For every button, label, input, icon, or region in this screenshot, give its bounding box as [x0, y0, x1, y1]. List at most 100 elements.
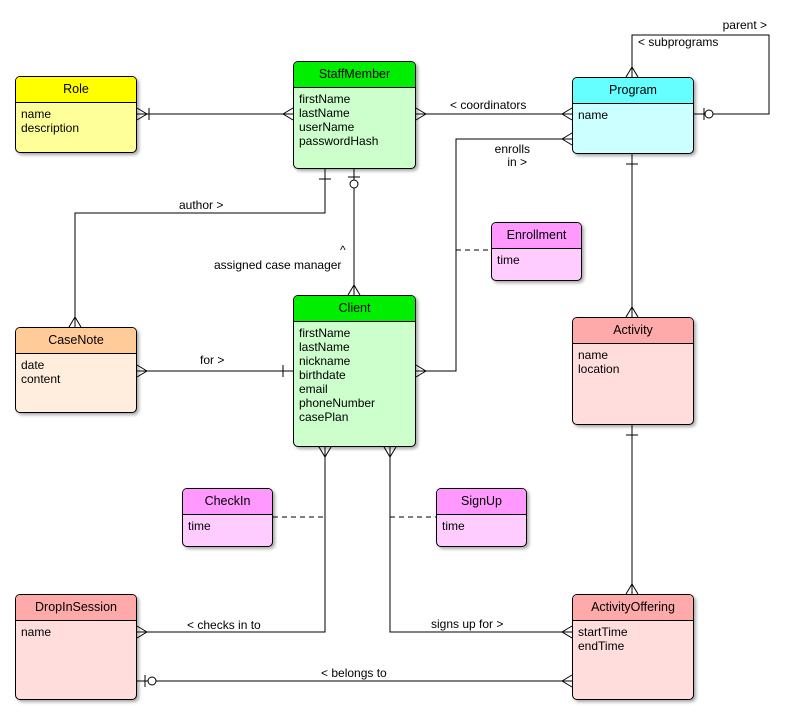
rel-client-program	[416, 138, 572, 372]
staffmember-title: StaffMember	[294, 62, 415, 88]
label-checks-in-to: < checks in to	[187, 618, 261, 632]
rel-client-activityoffering	[389, 447, 572, 633]
crows-foot-mark	[68, 316, 76, 328]
role-attribute: name	[21, 107, 52, 121]
program-attributes: name	[573, 104, 693, 126]
crows-foot-mark	[625, 583, 633, 595]
rel-staffmember-casenote	[74, 169, 326, 327]
label-subprograms: < subprograms	[638, 35, 719, 49]
crows-foot-mark	[625, 66, 633, 78]
crows-foot-mark	[415, 364, 427, 372]
entity-checkin[interactable]: CheckIn time	[182, 488, 273, 547]
rel-program-subprograms	[631, 34, 770, 115]
crows-foot-mark	[383, 446, 391, 458]
crows-foot-mark	[136, 364, 148, 372]
casenote-attribute: content	[21, 372, 61, 386]
label-parent: parent >	[722, 18, 767, 32]
crows-foot-mark	[415, 113, 427, 121]
program-attribute: name	[578, 108, 609, 122]
activity-attribute: name	[578, 348, 609, 362]
crows-foot-mark	[561, 138, 573, 146]
label-coordinators: < coordinators	[450, 98, 527, 112]
crows-foot-mark	[282, 107, 294, 115]
checkin-attributes: time	[183, 515, 272, 537]
activityoffering-attribute: startTime	[578, 625, 628, 639]
client-attribute: phoneNumber	[299, 396, 376, 410]
checkin-attribute: time	[188, 519, 211, 533]
crows-foot-mark	[324, 446, 332, 458]
role-title: Role	[16, 77, 136, 103]
staffmember-attribute: firstName	[299, 92, 351, 106]
crows-foot-mark	[561, 113, 573, 121]
casenote-title: CaseNote	[16, 328, 136, 354]
crows-foot-mark	[631, 66, 639, 78]
client-attribute: birthdate	[299, 368, 346, 382]
staffmember-attribute: passwordHash	[299, 134, 379, 148]
client-attribute: casePlan	[299, 410, 349, 424]
enrollment-attribute: time	[497, 253, 520, 267]
crows-foot-mark	[561, 625, 573, 633]
crows-foot-mark	[561, 631, 573, 639]
label-signs-up-for: signs up for >	[431, 617, 504, 631]
entity-dropinsession[interactable]: DropInSession name	[15, 594, 137, 700]
zero-circle-mark	[147, 676, 157, 686]
crows-foot-mark	[631, 583, 639, 595]
crows-foot-mark	[561, 107, 573, 115]
crows-foot-mark	[561, 680, 573, 688]
crows-foot-mark	[625, 306, 633, 318]
crows-foot-mark	[136, 631, 148, 639]
crows-foot-mark	[389, 446, 397, 458]
crows-foot-mark	[136, 370, 148, 378]
crows-foot-mark	[353, 284, 361, 296]
enrollment-title: Enrollment	[492, 223, 581, 249]
entity-enrollment[interactable]: Enrollment time	[491, 222, 582, 281]
signup-attributes: time	[437, 515, 526, 537]
crows-foot-mark	[561, 132, 573, 140]
activity-title: Activity	[573, 318, 693, 344]
checkin-title: CheckIn	[183, 489, 272, 515]
client-title: Client	[294, 296, 415, 322]
label-enrolls-line1: enrolls	[494, 142, 530, 156]
label-assigned-caret: ^	[340, 243, 346, 257]
crows-foot-mark	[74, 316, 82, 328]
label-author: author >	[179, 198, 224, 212]
client-attribute: lastName	[299, 340, 350, 354]
crows-foot-mark	[282, 113, 294, 121]
crows-foot-mark	[415, 107, 427, 115]
rel-client-dropinsession	[137, 447, 326, 633]
dropinsession-attribute: name	[21, 625, 52, 639]
enrollment-attributes: time	[492, 249, 581, 271]
label-for: for >	[200, 353, 225, 367]
entity-program[interactable]: Program name	[572, 77, 694, 154]
label-assigned-case-manager: assigned case manager	[214, 258, 342, 272]
role-attribute: description	[21, 121, 80, 135]
zero-circle-mark	[349, 179, 359, 189]
crows-foot-mark	[631, 306, 639, 318]
zero-circle-mark	[704, 109, 714, 119]
crows-foot-mark	[318, 446, 326, 458]
program-title: Program	[573, 78, 693, 104]
activityoffering-attribute: endTime	[578, 639, 625, 653]
label-enrolls-line2: in >	[507, 155, 527, 169]
client-attribute: firstName	[299, 326, 351, 340]
signup-title: SignUp	[437, 489, 526, 515]
dropinsession-title: DropInSession	[16, 595, 136, 621]
crows-foot-mark	[136, 625, 148, 633]
activityoffering-title: ActivityOffering	[573, 595, 693, 621]
client-attribute: nickname	[299, 354, 351, 368]
activity-attribute: location	[578, 362, 620, 376]
crows-foot-mark	[136, 113, 148, 121]
